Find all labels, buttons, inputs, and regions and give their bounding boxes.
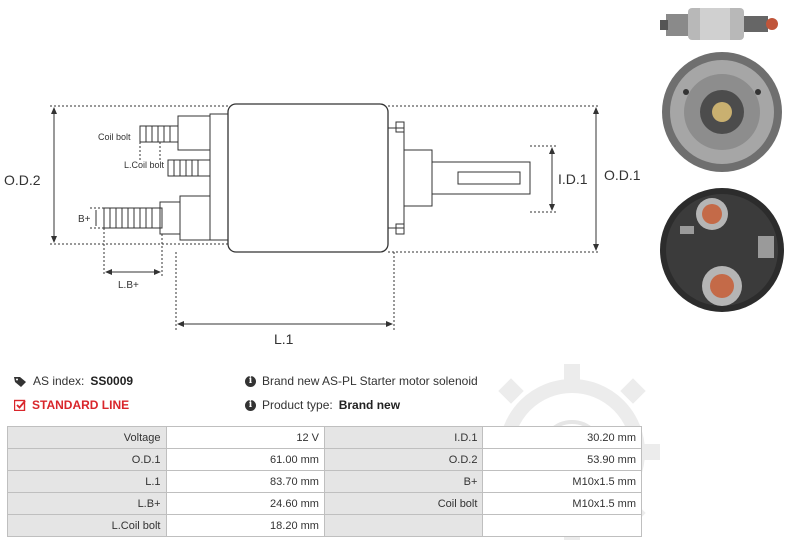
as-index-label: AS index: bbox=[33, 374, 85, 388]
description-line: i Brand new AS-PL Starter motor solenoid bbox=[245, 374, 478, 388]
spec-label bbox=[323, 514, 484, 537]
tag-icon bbox=[14, 376, 26, 387]
spec-value bbox=[482, 514, 642, 537]
label-l1: L.1 bbox=[274, 331, 294, 347]
spec-label: Voltage bbox=[7, 426, 167, 449]
spec-label: Coil bolt bbox=[323, 492, 484, 515]
photo-front-view bbox=[662, 52, 782, 172]
info-icon: i bbox=[245, 375, 256, 387]
product-type-line: i Product type: Brand new bbox=[245, 398, 400, 412]
spec-value: 30.20 mm bbox=[482, 426, 642, 449]
as-index-line: AS index: SS0009 bbox=[14, 374, 133, 388]
spec-value: 24.60 mm bbox=[165, 492, 325, 515]
spec-label: O.D.2 bbox=[323, 448, 484, 471]
label-od2: O.D.2 bbox=[4, 172, 41, 188]
label-coil-bolt: Coil bolt bbox=[98, 132, 131, 142]
label-lb-plus: L.B+ bbox=[118, 280, 139, 291]
solenoid-technical-drawing: O.D.2 O.D.1 I.D.1 Coil bolt L.Coil bolt … bbox=[4, 103, 641, 347]
info-icon: i bbox=[245, 399, 256, 411]
spec-value: 12 V bbox=[165, 426, 325, 449]
label-l-coil-bolt: L.Coil bolt bbox=[124, 160, 165, 170]
table-row: O.D.1 61.00 mm O.D.2 53.90 mm bbox=[7, 448, 642, 471]
spec-value: 18.20 mm bbox=[165, 514, 325, 537]
photo-back-view bbox=[660, 188, 784, 312]
label-b-plus: B+ bbox=[78, 214, 91, 225]
spec-label: L.Coil bolt bbox=[7, 514, 167, 537]
spec-label: L.B+ bbox=[7, 492, 167, 515]
spec-value: M10x1.5 mm bbox=[482, 470, 642, 493]
spec-value: 53.90 mm bbox=[482, 448, 642, 471]
table-row: L.1 83.70 mm B+ M10x1.5 mm bbox=[7, 470, 642, 493]
spec-label: B+ bbox=[323, 470, 484, 493]
spec-label: L.1 bbox=[7, 470, 167, 493]
spec-value: 83.70 mm bbox=[165, 470, 325, 493]
as-index-value: SS0009 bbox=[90, 374, 134, 388]
spec-value: 61.00 mm bbox=[165, 448, 325, 471]
label-od1: O.D.1 bbox=[604, 167, 641, 183]
table-row: L.B+ 24.60 mm Coil bolt M10x1.5 mm bbox=[7, 492, 642, 515]
label-id1: I.D.1 bbox=[558, 171, 588, 187]
description-text: Brand new AS-PL Starter motor solenoid bbox=[262, 374, 478, 388]
product-photos bbox=[660, 8, 784, 312]
spec-label: I.D.1 bbox=[323, 426, 484, 449]
product-type-label: Product type: bbox=[262, 398, 333, 412]
standard-line-badge: STANDARD LINE bbox=[14, 398, 129, 412]
table-row: L.Coil bolt 18.20 mm bbox=[7, 514, 642, 537]
table-row: Voltage 12 V I.D.1 30.20 mm bbox=[7, 426, 642, 449]
spec-table: Voltage 12 V I.D.1 30.20 mm O.D.1 61.00 … bbox=[7, 426, 642, 537]
spec-value: M10x1.5 mm bbox=[482, 492, 642, 515]
standard-line-text: STANDARD LINE bbox=[32, 398, 130, 412]
product-type-value: Brand new bbox=[338, 398, 401, 412]
spec-label: O.D.1 bbox=[7, 448, 167, 471]
photo-side-view bbox=[660, 8, 778, 40]
check-square-icon bbox=[14, 399, 26, 411]
